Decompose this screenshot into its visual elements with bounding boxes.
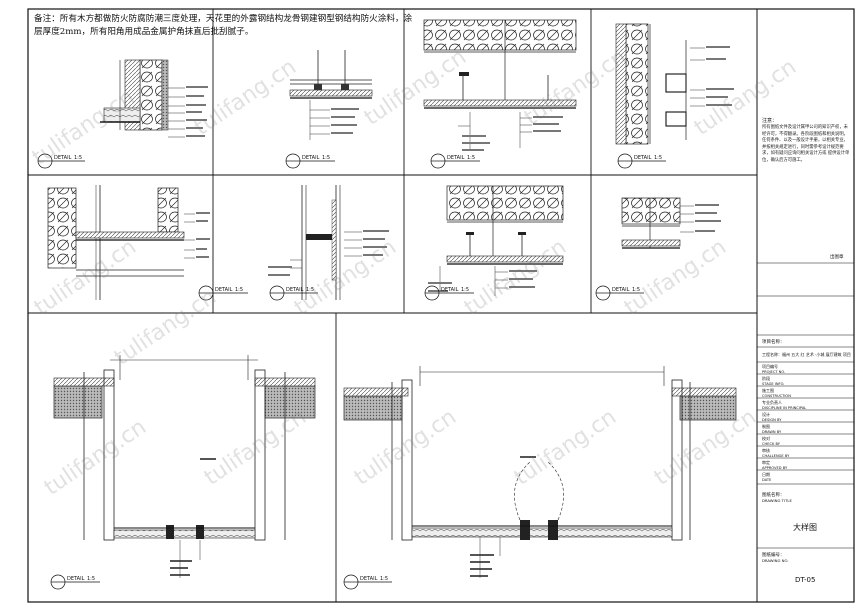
field-discipline: 专业负责人	[762, 399, 782, 405]
plan-detail-left	[53, 355, 316, 578]
field-check-en: CHECK BY	[762, 442, 781, 446]
field-date: 日期	[762, 471, 770, 477]
field-construction-en: CONSTRUCTION	[762, 394, 791, 398]
detail-5	[47, 185, 210, 300]
detail-tag-text: DETAIL	[67, 576, 85, 582]
detail-6	[268, 185, 389, 300]
detail-3	[423, 19, 577, 151]
detail-scale-text: 1:5	[235, 287, 243, 293]
detail-tag-text: DETAIL	[360, 576, 378, 582]
remarks-label: 注意：	[762, 117, 777, 124]
field-design-en: DESIGN BY	[762, 418, 782, 422]
detail-scale-text: 1:5	[467, 155, 475, 161]
field-stage-en: STAGE INFO.	[762, 382, 784, 386]
field-check: 校对	[762, 435, 770, 441]
detail-tag-text: DETAIL	[634, 155, 652, 161]
field-discipline-en: DISCIPLINE IN PRINCIPAL	[762, 406, 806, 410]
detail-tags	[37, 153, 666, 590]
detail-scale-text: 1:5	[654, 155, 662, 161]
project-name: 工程名称：福州 五大 红 艺术 ·小城 展厅建筑 项目	[762, 351, 851, 357]
field-stage: 阶段	[762, 375, 770, 381]
stamp-label: 出图章	[830, 253, 844, 260]
detail-4	[615, 23, 734, 145]
detail-tag-text: DETAIL	[441, 287, 459, 293]
detail-scale-text: 1:5	[322, 155, 330, 161]
field-drawn: 制图	[762, 423, 770, 429]
plan-detail-center	[343, 366, 737, 578]
detail-2	[289, 50, 373, 140]
title-block	[757, 262, 854, 549]
detail-7	[428, 185, 564, 296]
detail-tag-text: DETAIL	[447, 155, 465, 161]
detail-scale-text: 1:5	[461, 287, 469, 293]
drawing-no-label: 图纸编号：	[762, 551, 785, 558]
field-challenge-en: CHALLENGE BY	[762, 454, 790, 458]
detail-tag-text: DETAIL	[302, 155, 320, 161]
detail-tag-text: DETAIL	[54, 155, 72, 161]
detail-scale-text: 1:5	[87, 576, 95, 582]
drawing-title-label: 图纸名称：	[762, 491, 785, 498]
detail-1	[100, 59, 208, 138]
field-project-no: 项目编号	[762, 363, 778, 369]
drawing-no: DT-05	[795, 576, 815, 584]
field-construction: 施工图	[762, 387, 774, 393]
project-label: 项目名称：	[762, 338, 785, 345]
detail-tag-text: DETAIL	[612, 287, 630, 293]
title-block-text: 注意： 出图章 项目名称： 工程名称：福州 五大 红 艺术 ·小城 展厅建筑 项…	[762, 117, 851, 584]
field-design: 设计	[762, 411, 770, 417]
field-approved: 审定	[762, 459, 770, 465]
detail-tag-text: DETAIL	[215, 287, 233, 293]
field-drawn-en: DRAWN BY	[762, 430, 782, 434]
remarks-text: 所有图纸文件及设计属甲公司的知识产权，未经许可，不得翻录。各阶段图纸和相关说明，…	[762, 125, 850, 163]
field-project-no-en: PROJECT NO.	[762, 370, 785, 374]
field-date-en: DATE	[762, 478, 772, 482]
detail-scale-text: 1:5	[632, 287, 640, 293]
general-note: 备注：所有木方都做防火防腐防潮三度处理，天花里的外露钢结构龙骨钢建钢型钢结构防火…	[34, 14, 413, 37]
detail-scale-text: 1:5	[74, 155, 82, 161]
drawing-title: 大样图	[793, 522, 817, 532]
detail-tag-text: DETAIL	[286, 287, 304, 293]
detail-8	[621, 197, 721, 249]
drawing-no-en: DRAWING NO.	[762, 558, 789, 563]
drawing-title-en: DRAWING TITLE	[762, 498, 793, 503]
detail-scale-text: 1:5	[380, 576, 388, 582]
field-approved-en: APPROVED BY	[762, 466, 788, 470]
detail-scale-text: 1:5	[306, 287, 314, 293]
field-challenge: 审核	[762, 447, 770, 453]
